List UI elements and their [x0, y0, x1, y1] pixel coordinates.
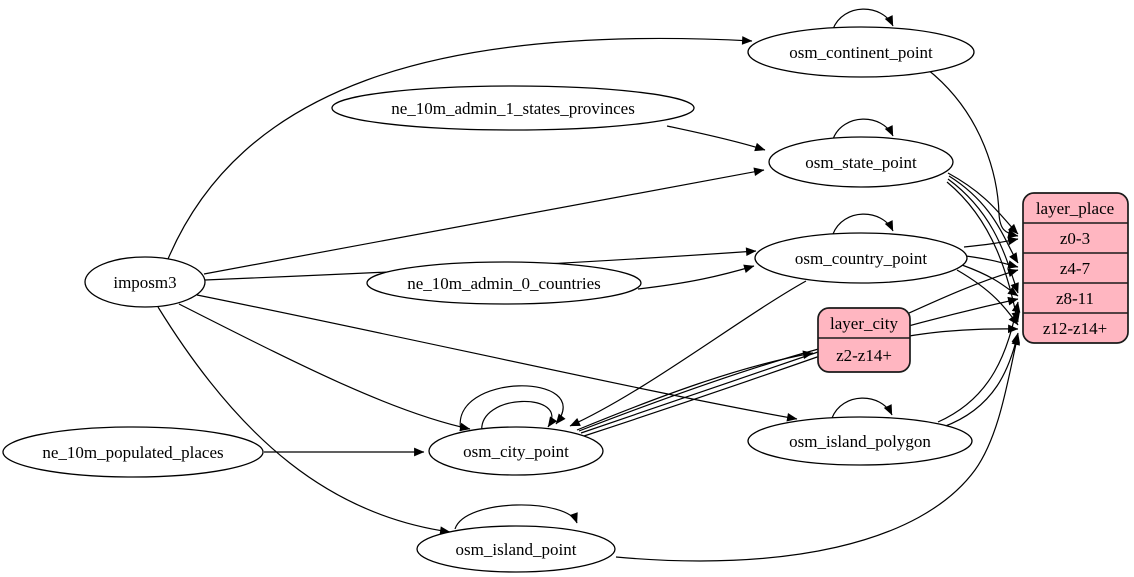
node-imposm3: imposm3	[84, 256, 206, 308]
continent-label: osm_continent_point	[789, 43, 933, 62]
layer_city-row-z2-z14: z2-z14+	[836, 346, 892, 365]
edge-imposm3-osm_island_polygon	[196, 294, 798, 422]
edge-osm_city_point-z8-11	[580, 296, 1019, 434]
node-osm_country_point: osm_country_point	[754, 232, 968, 284]
node-osm_continent_point: osm_continent_point	[747, 26, 975, 78]
edge-osm_continent_point-z0-3	[926, 68, 1019, 239]
layer_place-row-z8-11: z8-11	[1056, 289, 1094, 308]
edge-imposm3-osm_continent_point	[167, 36, 753, 260]
edge-osm_island_polygon-z8-11	[937, 301, 1021, 423]
layer_place-row-z0-3: z0-3	[1060, 229, 1090, 248]
layer_city-box	[817, 307, 911, 373]
islandpt-ellipse	[416, 525, 616, 573]
edge-layer	[157, 8, 1021, 562]
edge-osm_country_point-z12-z14	[956, 269, 1019, 326]
node-layer_city: layer_city z2-z14+	[817, 307, 911, 373]
selfloop-osm_city_point-inner	[481, 400, 558, 434]
ne1-ellipse	[331, 85, 695, 131]
edge-imposm3-osm_island_point	[157, 306, 451, 535]
ne0-label: ne_10m_admin_0_countries	[407, 274, 601, 293]
ne0-ellipse	[366, 261, 642, 305]
layer_city-title: layer_city	[830, 314, 898, 333]
country-label: osm_country_point	[795, 249, 927, 268]
edge-osm_state_point-z0-3	[947, 172, 1019, 235]
layer_place-row-z4-7: z4-7	[1060, 259, 1091, 278]
node-osm_island_polygon: osm_island_polygon	[747, 416, 973, 466]
edge-osm_island_point-z12-z14	[615, 334, 1020, 562]
layer_place-box	[1022, 192, 1129, 344]
layer_place-title: layer_place	[1036, 199, 1114, 218]
selfloop-osm_continent_point	[832, 8, 894, 30]
node-ne_10m_admin_0_countries: ne_10m_admin_0_countries	[366, 261, 642, 305]
node-layer_place: layer_place z0-3 z4-7 z8-11 z12-z14+	[1022, 192, 1129, 344]
continent-ellipse	[747, 26, 975, 78]
node-osm_city_point: osm_city_point	[428, 426, 604, 476]
edge-osm_city_point-z4-7	[578, 268, 1019, 432]
imposm3-label: imposm3	[113, 273, 176, 292]
edge-imposm3-osm_city_point	[178, 303, 471, 432]
node-osm_state_point: osm_state_point	[768, 136, 954, 188]
city-ellipse	[428, 426, 604, 476]
islandpt-label: osm_island_point	[456, 540, 577, 559]
nep-label: ne_10m_populated_places	[42, 443, 223, 462]
city-label: osm_city_point	[463, 442, 569, 461]
edge-osm_state_point-z4-7	[948, 175, 1019, 264]
imposm3-ellipse	[84, 256, 206, 308]
edge-imposm3-osm_state_point	[203, 167, 765, 275]
state-ellipse	[768, 136, 954, 188]
nep-ellipse	[2, 426, 264, 478]
selfloop-osm_city_point-outer	[459, 385, 566, 432]
layer_place-row-z12-z14: z12-z14+	[1043, 319, 1107, 338]
ne1-label: ne_10m_admin_1_states_provinces	[391, 99, 635, 118]
country-ellipse	[754, 232, 968, 284]
edge-ne_10m_admin_0_countries-osm_country_point	[637, 264, 755, 290]
state-label: osm_state_point	[805, 153, 917, 172]
islandpoly-ellipse	[747, 416, 973, 466]
edge-ne_10m_admin_1_states_provinces-osm_state_point	[666, 125, 766, 152]
edge-osm_state_point-z8-11	[947, 178, 1019, 294]
edge-osm_country_point-z8-11	[961, 264, 1019, 297]
selfloop-osm_island_point	[454, 504, 578, 530]
node-layer: imposm3 ne_10m_admin_1_states_provinces …	[2, 26, 1129, 573]
selfloop-osm_state_point	[832, 118, 894, 140]
node-osm_island_point: osm_island_point	[416, 525, 616, 573]
node-ne_10m_populated_places: ne_10m_populated_places	[2, 426, 264, 478]
node-ne_10m_admin_1_states_provinces: ne_10m_admin_1_states_provinces	[331, 85, 695, 131]
edge-osm_country_point-z0-3	[963, 236, 1019, 248]
islandpoly-label: osm_island_polygon	[789, 432, 931, 451]
edge-osm_country_point-osm_city_point	[569, 280, 807, 427]
selfloop-osm_country_point	[832, 213, 894, 235]
edge-osm_country_point-z4-7	[965, 255, 1019, 269]
selfloop-osm_island_polygon	[831, 397, 893, 419]
